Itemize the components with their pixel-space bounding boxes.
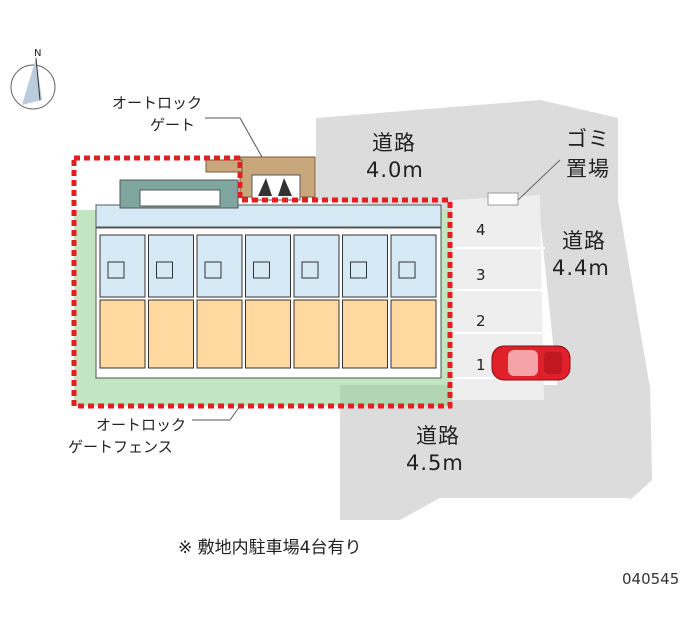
apartment-unit bbox=[293, 234, 340, 369]
road-right-label: 道路 bbox=[562, 229, 606, 253]
autolock-gate-icon bbox=[205, 156, 316, 201]
road-bottom-width: 4.5m bbox=[406, 451, 464, 475]
compass-label: N bbox=[34, 48, 41, 59]
parking-slot-4: 4 bbox=[476, 221, 486, 239]
parking-slot-labels: 4 3 2 1 bbox=[476, 221, 486, 374]
road-top-label: 道路 bbox=[372, 131, 416, 155]
road-top-width: 4.0m bbox=[366, 158, 424, 182]
garbage-label-2: 置場 bbox=[566, 157, 610, 181]
autolock-gate-label-2: ゲート bbox=[150, 116, 195, 134]
autolock-gate-label-1: オートロック bbox=[112, 94, 202, 112]
apartment-unit bbox=[148, 234, 194, 369]
apartment-unit bbox=[196, 234, 243, 369]
road-area bbox=[316, 100, 652, 520]
autolock-fence-label-1: オートロック bbox=[96, 416, 186, 434]
apartment-unit bbox=[245, 234, 291, 369]
parking-slot-2: 2 bbox=[476, 312, 486, 330]
autolock-fence bbox=[71, 155, 453, 409]
autolock-fence-label-2: ゲートフェンス bbox=[68, 438, 173, 456]
road-right-width: 4.4m bbox=[552, 256, 610, 280]
parking-slot-3: 3 bbox=[476, 266, 486, 284]
garbage-label-1: ゴミ bbox=[566, 127, 610, 151]
leader-lines bbox=[192, 117, 263, 421]
units-group bbox=[99, 234, 437, 369]
compass-icon: N bbox=[10, 48, 56, 110]
apartment-unit bbox=[390, 234, 437, 369]
apartment-unit bbox=[342, 234, 388, 369]
road-bottom-label: 道路 bbox=[416, 424, 460, 448]
car-icon bbox=[491, 345, 571, 381]
road-bottom bbox=[340, 385, 652, 520]
apartment-unit bbox=[99, 234, 146, 369]
parking-caption: ※ 敷地内駐車場4台有り bbox=[178, 538, 361, 558]
image-code: 040545 bbox=[622, 570, 679, 588]
parking-slot-1: 1 bbox=[476, 356, 486, 374]
garbage-station bbox=[487, 192, 519, 206]
